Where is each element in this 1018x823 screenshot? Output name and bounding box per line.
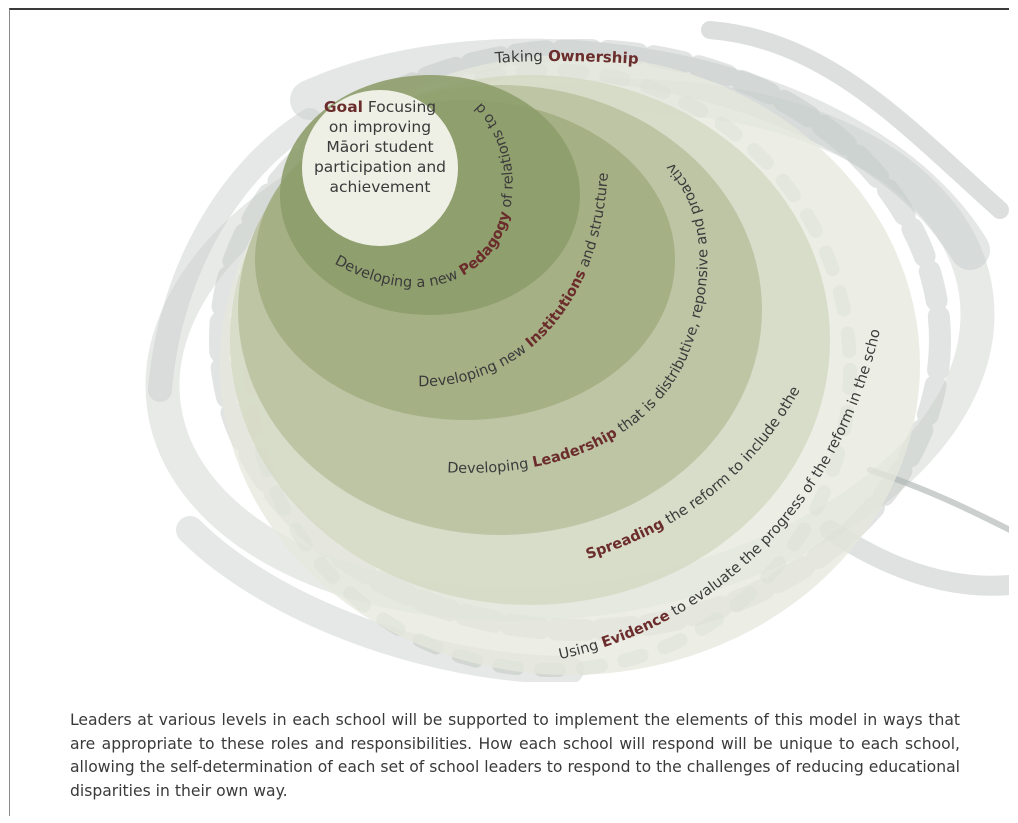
goal-text: Goal Focusing on improving Māori student… [313, 98, 447, 196]
figure-frame: Taking Ownership Developing a new Pedago… [9, 8, 1009, 816]
goal-keyword: Goal [323, 98, 363, 116]
goal-circle [302, 90, 458, 246]
spiral-rings [220, 55, 920, 675]
spiral-diagram: Taking Ownership Developing a new Pedago… [10, 10, 1009, 682]
label-ownership: Taking Ownership [493, 47, 639, 68]
figure-caption: Leaders at various levels in each school… [70, 711, 960, 800]
